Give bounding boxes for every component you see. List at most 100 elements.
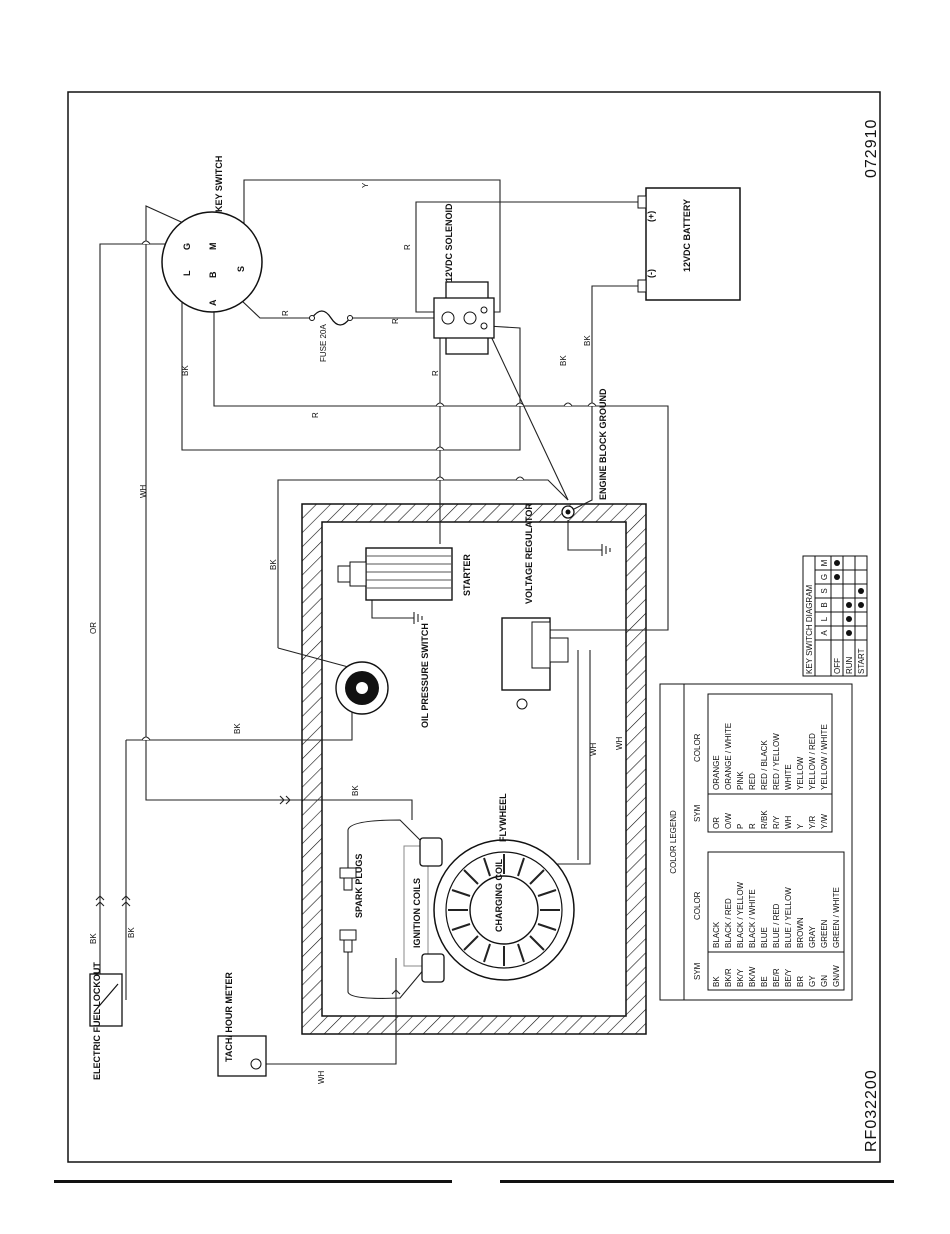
wire-label-r-4: R	[431, 370, 440, 376]
legend-sym: BK/R	[724, 968, 733, 987]
wire-label-bk-2: BK	[559, 355, 568, 366]
starter: STARTER	[337, 547, 472, 601]
drawing-border	[67, 91, 881, 1163]
legend-color: ORANGE	[712, 755, 721, 790]
wire-label-or: OR	[89, 622, 98, 634]
fuse-label: FUSE 20A	[319, 324, 328, 362]
wire-label-bk-1: BK	[181, 365, 190, 376]
key-switch-dot	[834, 560, 840, 566]
key-terminal-l-col: L	[182, 270, 192, 276]
legend-color: RED	[748, 773, 757, 790]
legend-color: BLUE	[760, 927, 769, 948]
wire-label-r-3: R	[391, 318, 400, 324]
oil-pressure-switch: OIL PRESSURE SWITCH	[335, 623, 430, 728]
key-switch: G L M B S A KEY SWITCH	[161, 156, 263, 313]
footer-rule-left	[54, 1180, 452, 1183]
battery-label: 12VDC BATTERY	[682, 199, 692, 272]
legend-color: BLUE / YELLOW	[784, 887, 793, 948]
spark-plugs: SPARK PLUGS	[339, 854, 364, 953]
legend-color: GREEN	[820, 919, 829, 948]
legend-sym: WH	[784, 815, 793, 829]
key-switch-col-g: G	[820, 574, 829, 580]
tach-hour-meter-label: TACH/ HOUR METER	[224, 972, 234, 1062]
key-switch-diagram-title: KEY SWITCH DIAGRAM	[805, 584, 814, 674]
legend-sym: GN/W	[832, 965, 841, 987]
voltage-regulator-label: VOLTAGE REGULATOR	[524, 503, 534, 604]
wire-label-r-5: R	[311, 412, 320, 418]
battery-negative: (-)	[646, 269, 656, 278]
key-terminal-g: G	[182, 243, 192, 250]
electric-fuel-lockout: ELECTRIC FUEL LOCKOUT	[89, 962, 123, 1080]
legend-color: PINK	[736, 771, 745, 790]
wire-label-wh-4: WH	[317, 1070, 326, 1084]
key-terminal-b: B	[208, 271, 218, 278]
legend-sym: Y	[796, 823, 805, 829]
tach-hour-meter: TACH/ HOUR METER	[217, 972, 267, 1077]
legend-sym: BE	[760, 976, 769, 987]
legend-sym: Y/R	[808, 815, 817, 829]
key-switch-dot	[846, 630, 852, 636]
legend-sym: BK/Y	[736, 968, 745, 987]
charging-coil-label: CHARGING COIL	[494, 859, 504, 933]
solenoid: 12VDC SOLENOID	[433, 203, 495, 355]
legend-sym: BR	[796, 976, 805, 987]
legend-color: BLACK / RED	[724, 898, 733, 948]
wire-label-bk-8: BK	[127, 927, 136, 938]
legend-color: YELLOW / WHITE	[820, 724, 829, 790]
legend-color: ORANGE / WHITE	[724, 723, 733, 790]
fuse: FUSE 20A	[309, 310, 353, 362]
key-terminal-a: A	[208, 299, 218, 306]
flywheel: CHARGING COIL FLYWHEEL	[433, 793, 575, 981]
key-switch-label: KEY SWITCH	[214, 156, 224, 212]
legend-sym: R/Y	[772, 815, 781, 829]
engine-block-ground: ENGINE BLOCK GROUND	[561, 388, 608, 519]
legend-sym: R	[748, 823, 757, 829]
wire-label-r-1: R	[403, 244, 412, 250]
wire-labels: Y R R R R R BK BK BK BK BK BK BK BK WH W…	[89, 182, 624, 1084]
wire-label-bk-3: BK	[583, 335, 592, 346]
legend-color: GRAY	[808, 925, 817, 948]
legend-color: BLACK / WHITE	[748, 889, 757, 948]
wire-label-bk-4: BK	[269, 559, 278, 570]
legend-header-color: COLOR	[693, 891, 702, 920]
legend-color: RED / BLACK	[760, 740, 769, 790]
key-terminal-s: S	[236, 266, 246, 272]
battery-positive: (+)	[646, 211, 656, 222]
engine-block-ground-label: ENGINE BLOCK GROUND	[598, 388, 608, 500]
legend-sym: P	[736, 824, 745, 829]
wire-label-y: Y	[361, 182, 370, 188]
key-switch-dot	[846, 616, 852, 622]
key-terminal-m: M	[208, 243, 218, 251]
battery: 12VDC BATTERY (+) (-)	[637, 187, 741, 301]
spark-plugs-label: SPARK PLUGS	[354, 854, 364, 918]
connector-arrows	[95, 795, 401, 995]
legend-color: BLACK	[712, 921, 721, 948]
legend-color: RED / YELLOW	[772, 733, 781, 790]
key-switch-dot	[846, 602, 852, 608]
key-switch-dot	[858, 588, 864, 594]
legend-color: GREEN / WHITE	[832, 887, 841, 948]
legend-sym: BE/R	[772, 968, 781, 987]
wire-label-wh-2: WH	[589, 742, 598, 756]
footer-rule-right	[500, 1180, 894, 1183]
drawing-number-bottom: RF032200	[863, 1069, 880, 1152]
ignition-coils-label: IGNITION COILS	[412, 878, 422, 948]
legend-color: BLUE / RED	[772, 903, 781, 948]
key-switch-row-off: OFF	[833, 658, 842, 674]
drawing-number-top: 072910	[863, 119, 880, 178]
oil-pressure-switch-label: OIL PRESSURE SWITCH	[420, 623, 430, 728]
ignition-coils: IGNITION COILS	[403, 837, 445, 983]
starter-label: STARTER	[462, 554, 472, 596]
legend-sym: BK/W	[748, 966, 757, 987]
key-switch-row-run: RUN	[845, 656, 854, 674]
legend-color: BROWN	[796, 917, 805, 948]
legend-color: YELLOW / RED	[808, 733, 817, 790]
wire-label-bk-7: BK	[89, 933, 98, 944]
electric-fuel-lockout-label: ELECTRIC FUEL LOCKOUT	[92, 962, 102, 1080]
key-switch-col-l: L	[820, 616, 829, 621]
legend-header-sym: SYM	[693, 804, 702, 822]
legend-sym: BE/Y	[784, 968, 793, 987]
legend-sym: OR	[712, 817, 721, 829]
